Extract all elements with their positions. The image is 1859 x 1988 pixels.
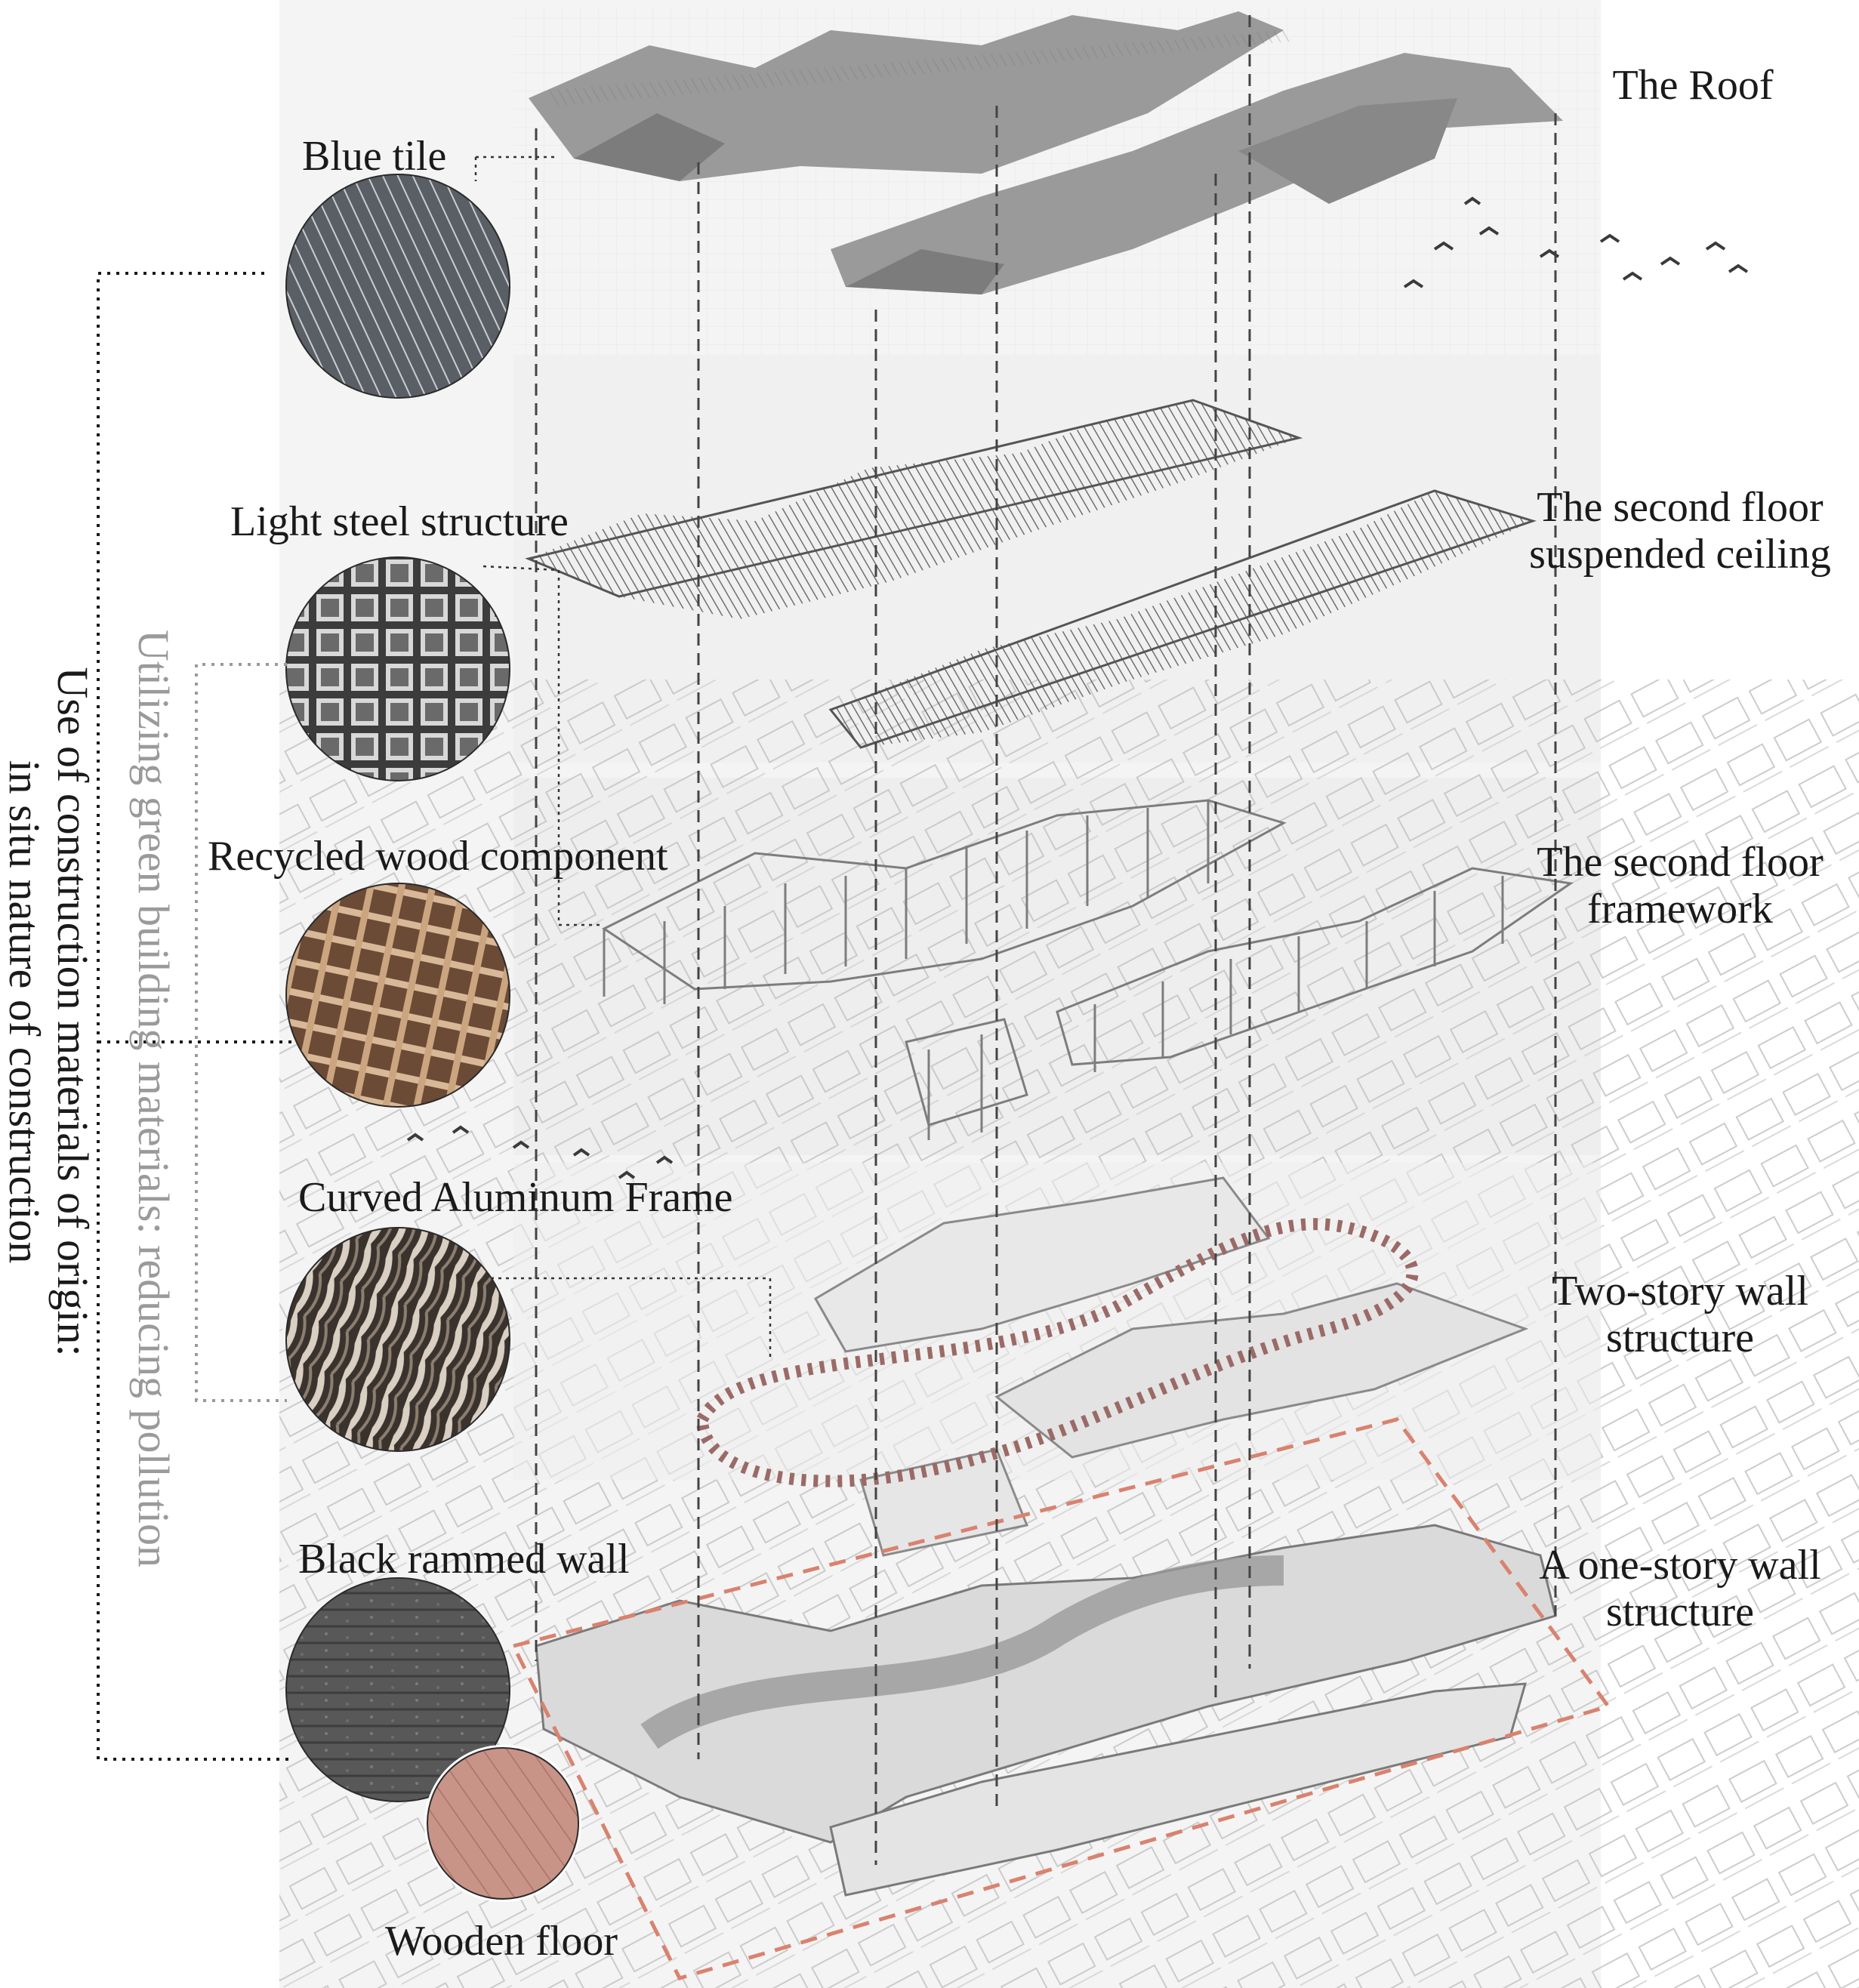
layer-label-ceiling-line2: suspended ceiling — [1529, 531, 1831, 578]
side-note-green-materials: Utilizing green building materials: redu… — [129, 479, 178, 1718]
birds — [406, 196, 1749, 1179]
layer-label-roof: The Roof — [1595, 62, 1791, 109]
material-label-recycled-wood: Recycled wood component — [208, 833, 668, 880]
layer-label-one-story: A one-story wall structure — [1506, 1542, 1854, 1635]
blue-tile-swatch — [285, 174, 510, 399]
inner-bracket — [195, 663, 287, 1402]
layer-label-two-story-line1: Two-story wall — [1552, 1268, 1808, 1315]
material-swatches — [285, 174, 581, 1902]
material-label-wooden-floor: Wooden floor — [385, 1918, 618, 1965]
left-brackets — [97, 272, 294, 1761]
layer-label-one-story-line2: structure — [1606, 1589, 1754, 1635]
material-label-blue-tile: Blue tile — [302, 133, 447, 180]
outer-bracket — [97, 272, 294, 1761]
layer-label-framework-line2: framework — [1587, 886, 1773, 932]
layer-label-framework-line1: The second floor — [1537, 839, 1824, 886]
side-note-origin-line1: Use of construction materials of origin: — [48, 667, 97, 1357]
layer-label-ceiling-line1: The second floor — [1537, 484, 1824, 531]
layer-label-framework: The second floor framework — [1506, 839, 1854, 932]
light-steel-swatch — [285, 556, 510, 781]
layer-label-two-story: Two-story wall structure — [1514, 1268, 1846, 1361]
curved-aluminum-swatch — [285, 1227, 510, 1452]
side-note-origin-materials: Use of construction materials of origin:… — [0, 596, 97, 1427]
framework-layer — [602, 799, 1574, 1140]
layer-label-ceiling: The second floor suspended ceiling — [1506, 484, 1854, 578]
layer-label-roof-line: The Roof — [1612, 62, 1774, 109]
side-note-origin-line2: in situ nature of construction — [0, 760, 49, 1264]
recycled-wood-swatch — [285, 883, 510, 1108]
material-label-curved-aluminum: Curved Aluminum Frame — [298, 1174, 733, 1221]
wooden-floor-swatch — [424, 1745, 581, 1902]
material-label-light-steel: Light steel structure — [230, 498, 569, 545]
material-leaders — [474, 156, 772, 1359]
two-story-layer — [695, 1176, 1529, 1557]
material-label-black-rammed: Black rammed wall — [298, 1536, 630, 1583]
side-note-green-text: Utilizing green building materials: redu… — [129, 630, 178, 1567]
layer-label-one-story-line1: A one-story wall — [1539, 1542, 1821, 1589]
ceiling-layer — [525, 399, 1537, 749]
layer-label-two-story-line2: structure — [1606, 1315, 1754, 1361]
projection-lines — [535, 15, 1557, 1865]
roof-layer — [529, 11, 1563, 294]
